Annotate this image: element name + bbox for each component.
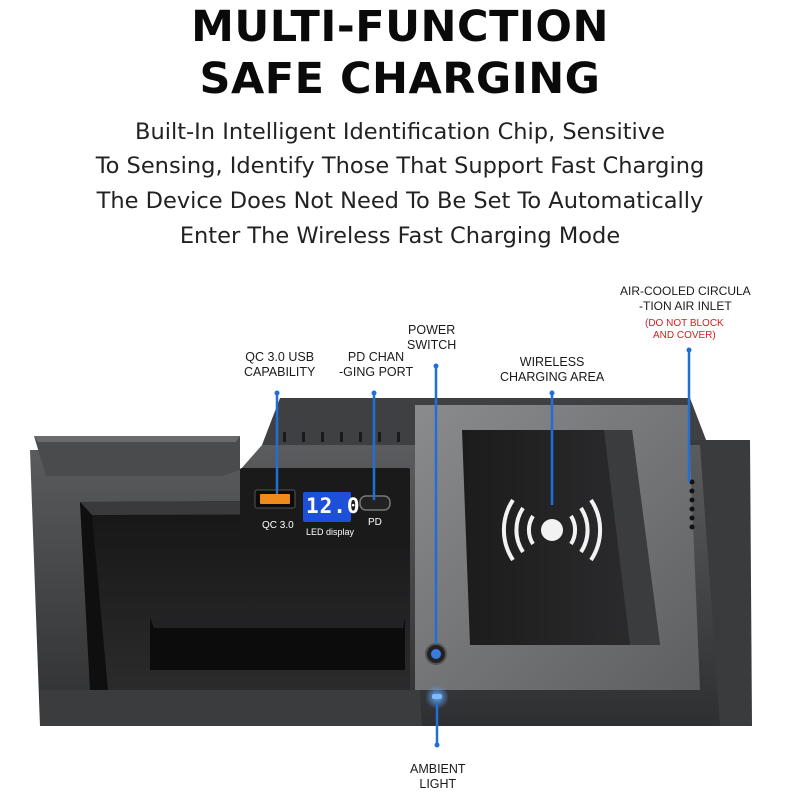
air-inlet-vents bbox=[689, 479, 695, 530]
description-line-2: To Sensing, Identify Those That Support … bbox=[95, 153, 705, 179]
callout-wireless-area: WIRELESS CHARGING AREA bbox=[500, 355, 605, 384]
ambient-light bbox=[432, 694, 442, 699]
callout-pd-port: PD CHAN -GING PORT bbox=[339, 350, 414, 379]
description-line-1: Built-In Intelligent Identification Chip… bbox=[135, 119, 665, 145]
description-line-3: The Device Does Not Need To Be Set To Au… bbox=[96, 188, 704, 214]
callout-qc-usb: QC 3.0 USB CAPABILITY bbox=[244, 350, 316, 379]
headline-line-1: MULTI-FUNCTION bbox=[191, 2, 609, 52]
callout-air-inlet: AIR-COOLED CIRCULA -TION AIR INLET bbox=[620, 284, 751, 313]
rear-vents bbox=[283, 432, 400, 442]
led-display-label: LED display bbox=[306, 527, 355, 537]
led-display bbox=[303, 492, 351, 522]
callout-power-switch: POWER SWITCH bbox=[407, 323, 457, 352]
description-line-4: Enter The Wireless Fast Charging Mode bbox=[179, 223, 621, 249]
callout-lines bbox=[274, 347, 692, 748]
pd-label: PD bbox=[368, 517, 382, 528]
lcd-value: 12.0 bbox=[306, 494, 361, 518]
wireless-charging-icon bbox=[501, 498, 603, 562]
qc-usb-port[interactable] bbox=[260, 494, 290, 504]
qc-label: QC 3.0 bbox=[262, 520, 294, 531]
air-inlet-warning: (DO NOT BLOCK AND COVER) bbox=[645, 318, 724, 341]
callout-ambient-light: AMBIENT LIGHT bbox=[410, 762, 466, 791]
headline-line-2: SAFE CHARGING bbox=[199, 54, 601, 104]
